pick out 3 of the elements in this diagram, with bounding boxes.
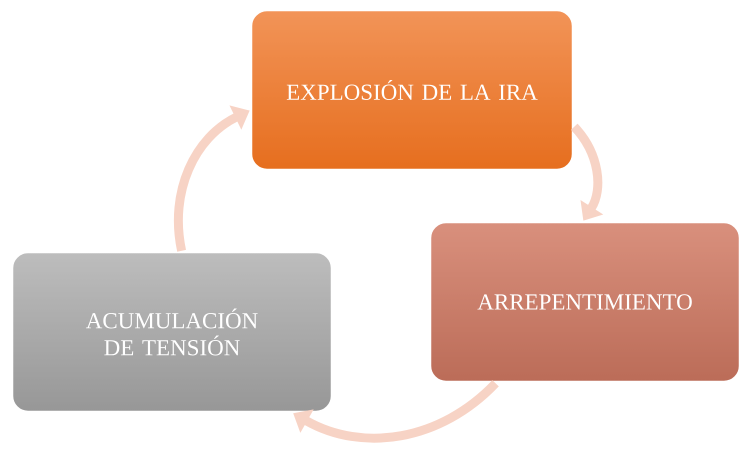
process-box: ACUMULACIÓN DE TENSIÓN <box>10 250 334 414</box>
process-box: ARREPENTIMIENTO <box>428 220 741 384</box>
process-box: EXPLOSIÓN DE LA IRA <box>250 8 574 172</box>
